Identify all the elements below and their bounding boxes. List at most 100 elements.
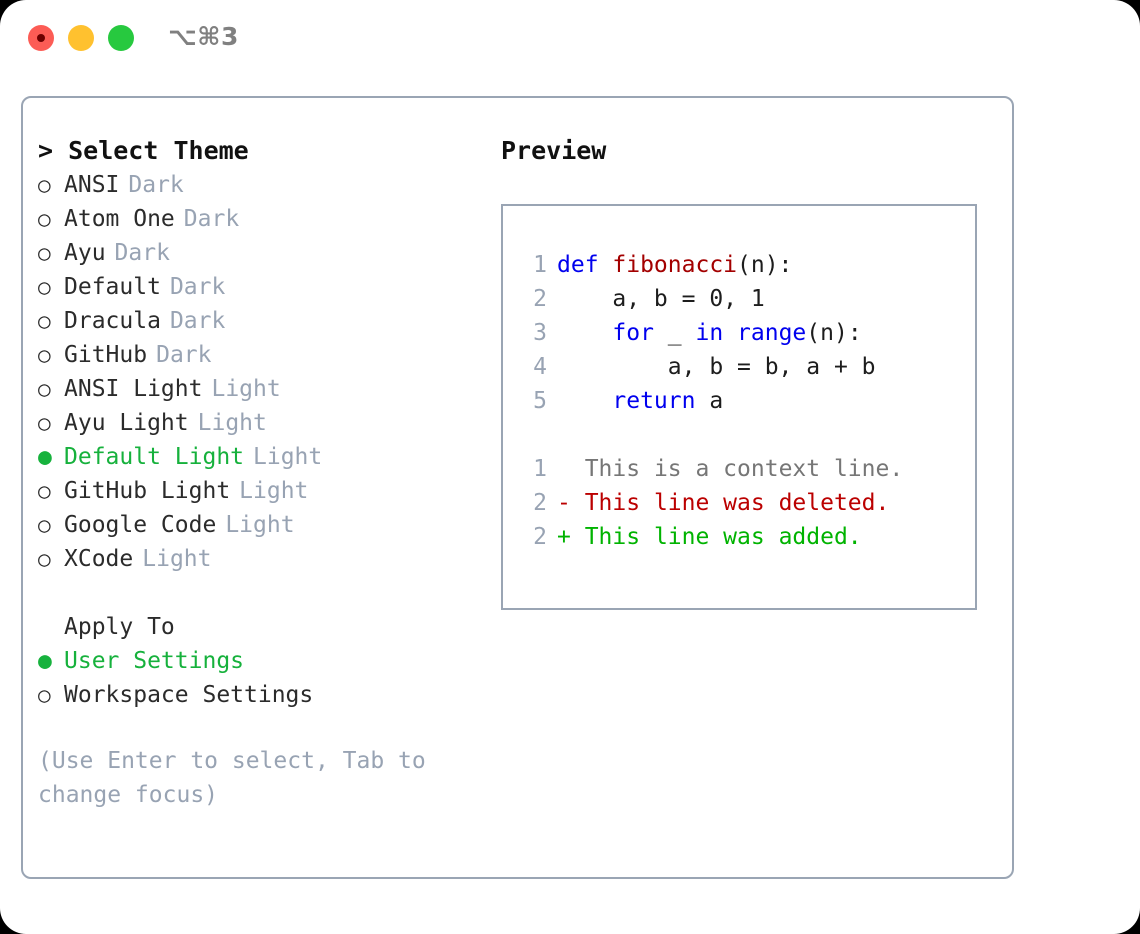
code-line-text: a, b = b, a + b [557,350,876,384]
diff-marker [557,452,585,486]
code-token: fibonacci [612,252,738,278]
apply-to-option-label: User Settings [64,648,245,674]
theme-option-label: ANSI Light [64,376,203,402]
apply-to-option[interactable]: ● User Settings [38,644,488,678]
apply-to-option-label: Workspace Settings [64,682,314,708]
code-token: return [612,388,696,414]
theme-option-badge: Light [211,376,281,402]
code-diff-spacer [517,418,975,452]
diff-line-text: This line was deleted. [584,490,890,516]
diff-line-number: 2 [533,524,547,550]
theme-option-badge: Light [225,512,295,538]
radio-unselected-icon: ○ [38,683,51,707]
theme-option-label: ANSI [64,172,120,198]
code-token: a, b = 0, 1 [557,286,765,312]
code-line-number: 1 [533,252,547,278]
radio-unselected-icon: ○ [38,377,51,401]
theme-option[interactable]: ○ GitHub Dark [38,338,488,372]
theme-option-label: GitHub Light [64,478,231,504]
diff-marker: + [557,524,585,550]
theme-option-badge: Light [142,546,212,572]
code-token: for [612,320,654,346]
select-theme-prompt: > Select Theme [38,136,249,165]
theme-option-label: Google Code [64,512,217,538]
diff-line: 2- This line was deleted. [517,486,975,520]
theme-option[interactable]: ○ ANSI Dark [38,168,488,202]
diff-line-text: This line was added. [584,524,862,550]
radio-selected-icon: ● [38,444,52,470]
apply-to-list[interactable]: ● User Settings ○ Workspace Settings [38,644,488,712]
diff-line-text: This is a context line. [584,456,904,482]
code-line: 3 for _ in range(n): [517,316,975,350]
theme-option[interactable]: ○ Google Code Light [38,508,488,542]
diff-sample: 1 This is a context line.2- This line wa… [517,452,975,554]
code-line-number: 2 [533,286,547,312]
theme-option-badge: Dark [169,274,226,300]
radio-unselected-icon: ○ [38,173,51,197]
apply-to-title: Apply To [64,614,175,640]
code-token: a [695,388,724,414]
theme-option[interactable]: ○ Default Dark [38,270,488,304]
theme-option-badge: Dark [156,342,212,368]
theme-option-label: Atom One [64,206,175,232]
code-line: 4 a, b = b, a + b [517,350,975,384]
radio-unselected-icon: ○ [38,547,51,571]
theme-option-badge: Dark [128,172,184,198]
theme-option-badge: Dark [169,308,226,334]
theme-option-label: Ayu [64,240,106,266]
diff-line: 1 This is a context line. [517,452,975,486]
theme-option-label: XCode [64,546,134,572]
code-token: (n): [806,320,862,346]
theme-option-badge: Light [197,410,267,436]
close-button[interactable] [28,25,54,51]
code-token: range [737,320,807,346]
minimize-button[interactable] [68,25,94,51]
section-spacer [38,576,488,610]
radio-selected-icon: ● [38,648,52,674]
radio-unselected-icon: ○ [38,207,51,231]
apply-to-option[interactable]: ○ Workspace Settings [38,678,488,712]
window-controls [28,25,134,51]
keyboard-hint-text: (Use Enter to select, Tab to change focu… [38,748,426,808]
diff-line-number: 2 [533,490,547,516]
theme-option-badge: Light [253,444,323,470]
code-line-number: 3 [533,320,547,346]
theme-option[interactable]: ● Default Light Light [38,440,488,474]
code-token: def [557,252,613,278]
diff-marker: - [557,490,585,516]
theme-option-label: Default Light [64,444,245,470]
code-line-number: 4 [533,354,547,380]
theme-option-label: Default [64,274,161,300]
theme-option[interactable]: ○ ANSI Light Light [38,372,488,406]
title-bar: ⌥⌘3 [0,0,1140,78]
code-line: 2 a, b = 0, 1 [517,282,975,316]
code-token [557,388,612,414]
theme-option-label: GitHub [64,342,148,368]
radio-unselected-icon: ○ [38,343,51,367]
code-line-text: a, b = 0, 1 [557,282,765,316]
theme-option-badge: Dark [114,240,170,266]
code-line: 5 return a [517,384,975,418]
maximize-button[interactable] [108,25,134,51]
radio-unselected-icon: ○ [38,479,51,503]
theme-option[interactable]: ○ XCode Light [38,542,488,576]
code-line-number: 5 [533,388,547,414]
theme-option-label: Ayu Light [64,410,189,436]
code-token: (n): [737,252,793,278]
radio-unselected-icon: ○ [38,513,51,537]
code-token: _ [653,320,696,346]
theme-option-label: Dracula [64,308,161,334]
radio-unselected-icon: ○ [38,275,51,299]
